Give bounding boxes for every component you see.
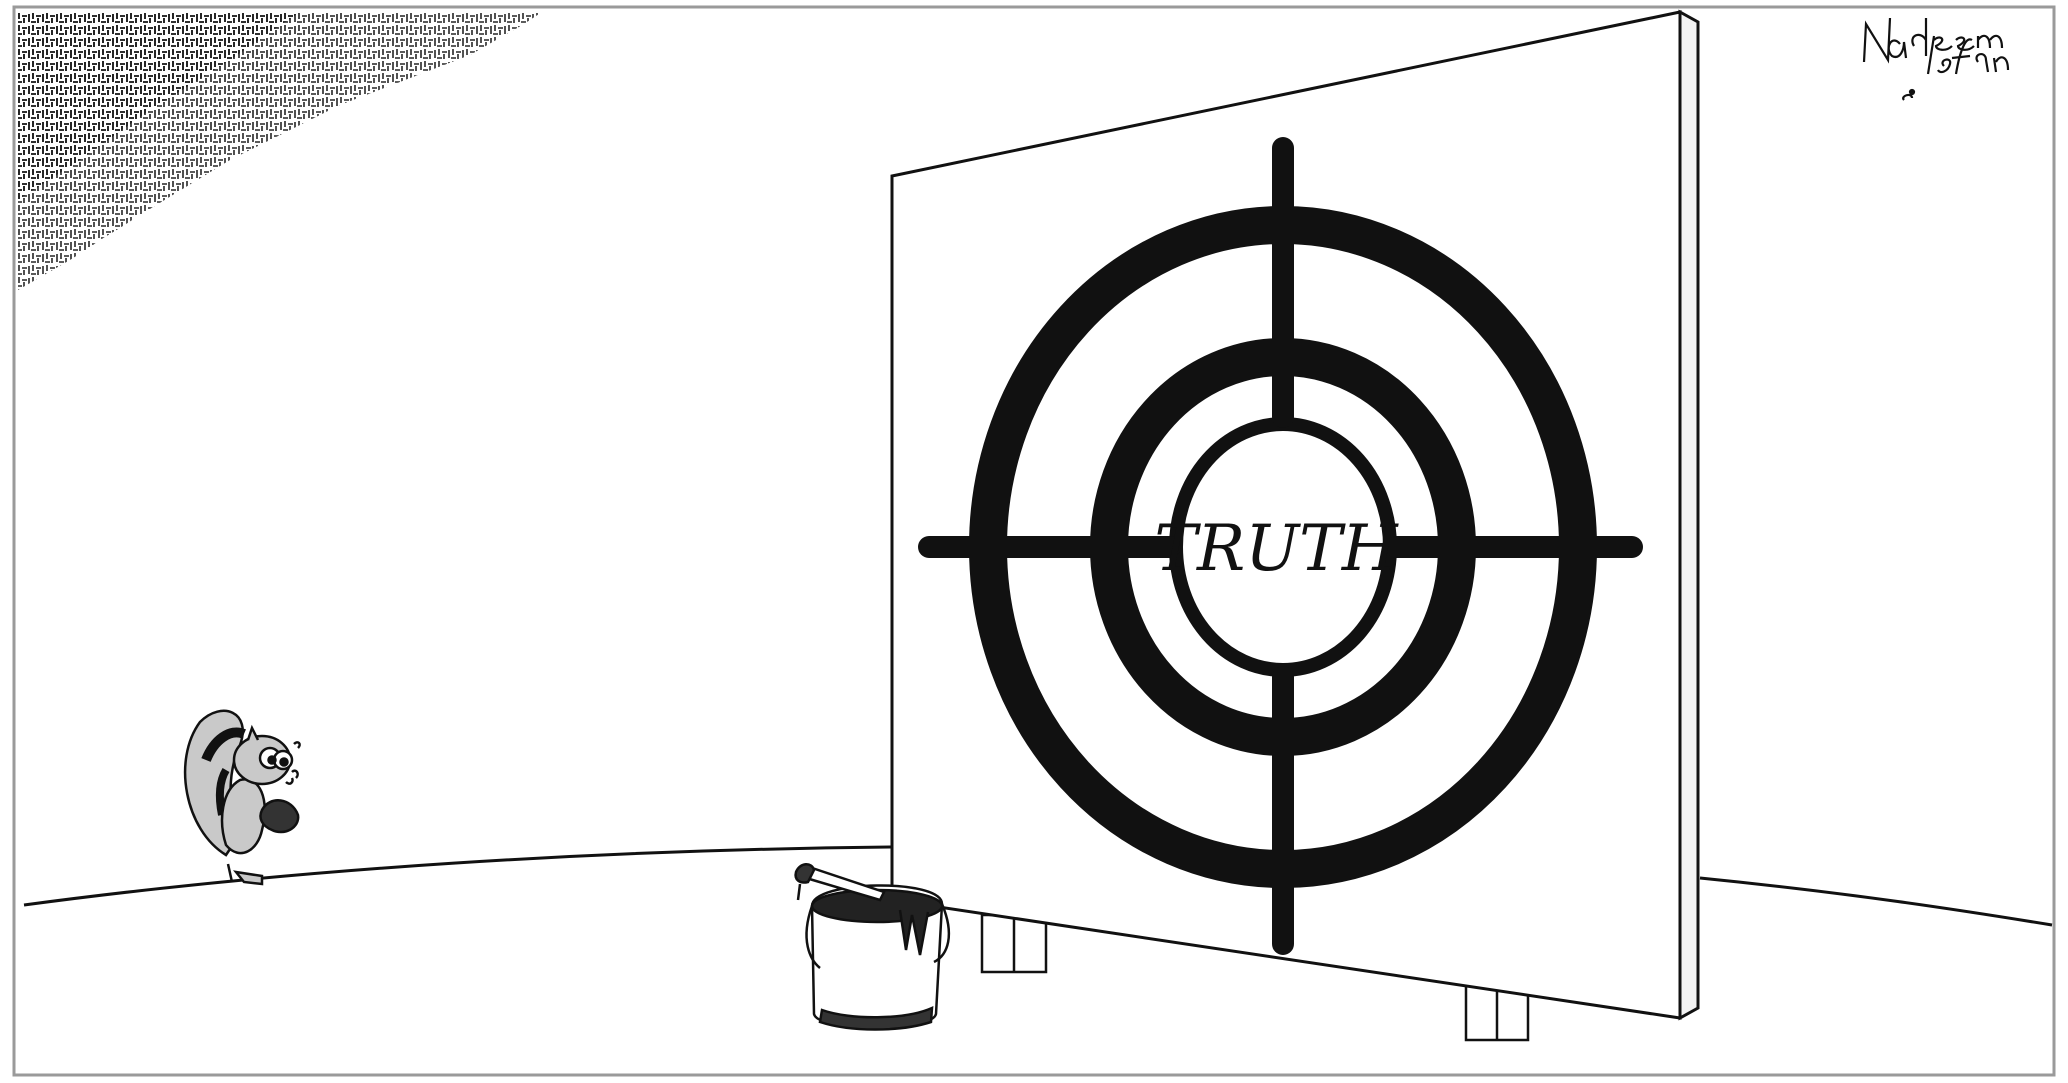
squirrel-body [220,778,267,855]
ground-line-right [1699,876,2053,927]
board-legs [980,913,1530,1042]
squirrel [183,709,301,886]
crosshair [918,137,1643,955]
artist-signature [1862,17,2010,101]
board-edge [1678,9,1700,1021]
target-word: TRUTH [1154,512,1399,586]
ground-line-left [23,845,893,907]
paint-bucket [794,863,951,1031]
signature-text: Nadeem Isfan [1935,109,1942,111]
squirrel-paw-item [259,799,300,834]
sky-texture [18,12,545,290]
